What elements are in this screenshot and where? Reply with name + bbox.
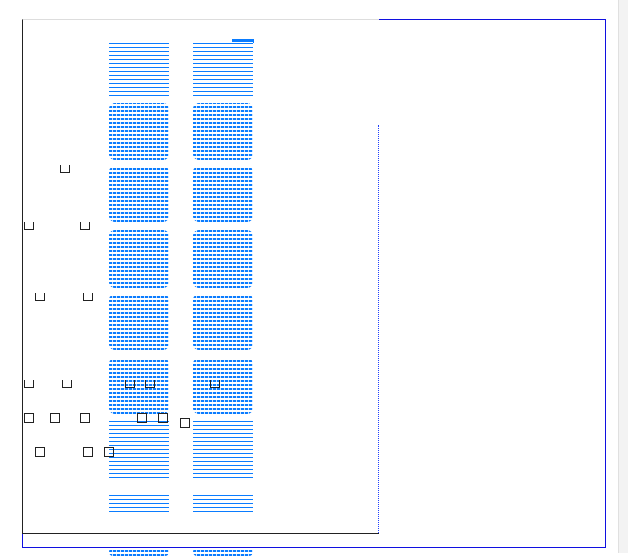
checkbox[interactable] bbox=[104, 447, 114, 457]
image-tile bbox=[193, 494, 253, 512]
checkbox-mark bbox=[125, 380, 135, 388]
image-tile bbox=[109, 358, 169, 414]
image-tile bbox=[109, 420, 169, 478]
image-tile bbox=[193, 358, 253, 414]
checkbox-mark bbox=[35, 293, 45, 301]
image-tile bbox=[109, 294, 169, 350]
vertical-scrollbar[interactable] bbox=[618, 0, 628, 553]
image-tile bbox=[193, 103, 253, 160]
image-tile bbox=[193, 230, 253, 288]
corner-mark bbox=[232, 39, 254, 43]
checkbox-mark bbox=[80, 222, 90, 230]
page-edge-guide bbox=[378, 125, 379, 533]
checkbox[interactable] bbox=[80, 413, 90, 423]
checkbox[interactable] bbox=[50, 413, 60, 423]
checkbox-mark bbox=[62, 380, 72, 388]
checkbox[interactable] bbox=[35, 447, 45, 457]
checkbox[interactable] bbox=[24, 413, 34, 423]
image-tile bbox=[109, 103, 169, 160]
image-tile bbox=[193, 42, 253, 96]
image-tile bbox=[109, 548, 169, 556]
image-tile bbox=[109, 166, 169, 222]
checkbox[interactable] bbox=[180, 418, 190, 428]
image-tile bbox=[109, 230, 169, 288]
image-tile bbox=[193, 420, 253, 478]
checkbox-mark bbox=[24, 222, 34, 230]
checkbox[interactable] bbox=[158, 413, 168, 423]
checkbox-mark bbox=[210, 380, 220, 388]
checkbox[interactable] bbox=[83, 447, 93, 457]
image-tile bbox=[109, 494, 169, 512]
image-tile bbox=[193, 166, 253, 222]
checkbox-mark bbox=[24, 380, 34, 388]
image-tile bbox=[193, 294, 253, 350]
checkbox-mark bbox=[83, 293, 93, 301]
checkbox[interactable] bbox=[137, 413, 147, 423]
checkbox-mark bbox=[145, 380, 155, 388]
checkbox-mark bbox=[60, 165, 70, 173]
document-page bbox=[22, 19, 379, 534]
image-tile bbox=[193, 548, 253, 556]
image-tile bbox=[109, 42, 169, 96]
